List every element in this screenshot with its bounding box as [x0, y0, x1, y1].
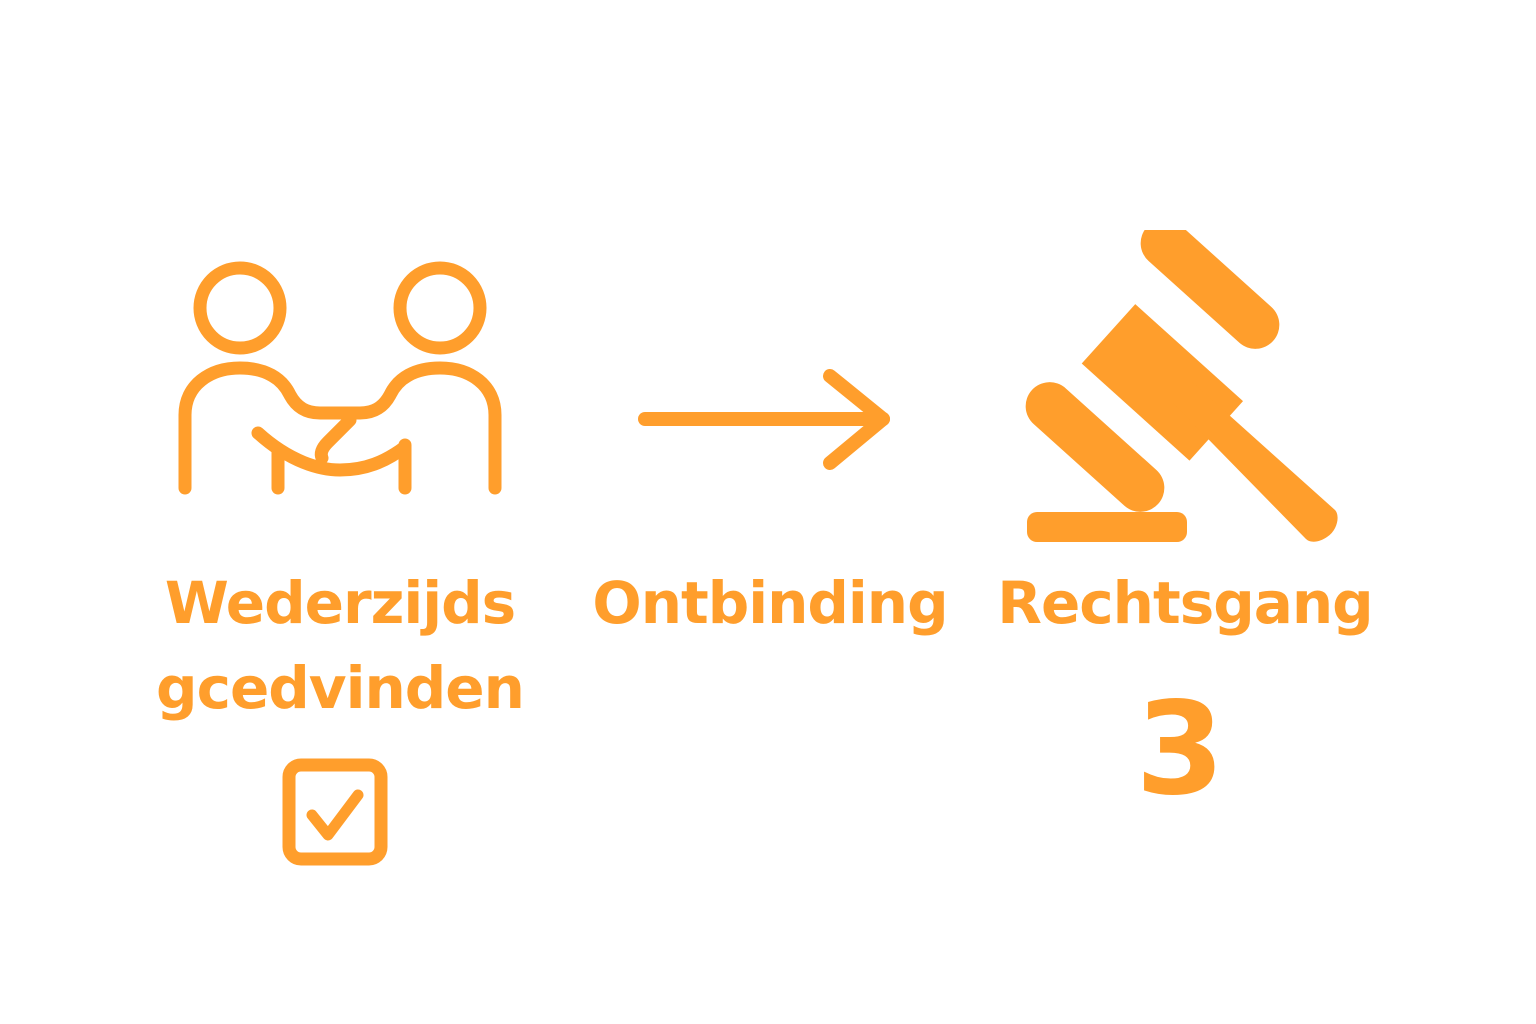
step-1-label-line2: gcedvinden — [156, 654, 525, 722]
step-1-label-line1: Wederzijds — [164, 569, 516, 637]
gavel-icon — [1025, 230, 1338, 542]
arrow-right-icon — [638, 369, 890, 470]
step-3-number: 3 — [1135, 675, 1225, 824]
checkbox-checked-icon — [282, 758, 388, 866]
step-2-label: Ontbinding — [592, 569, 948, 637]
step-3-label: Rechtsgang — [997, 569, 1373, 637]
handshake-icon — [178, 261, 502, 495]
